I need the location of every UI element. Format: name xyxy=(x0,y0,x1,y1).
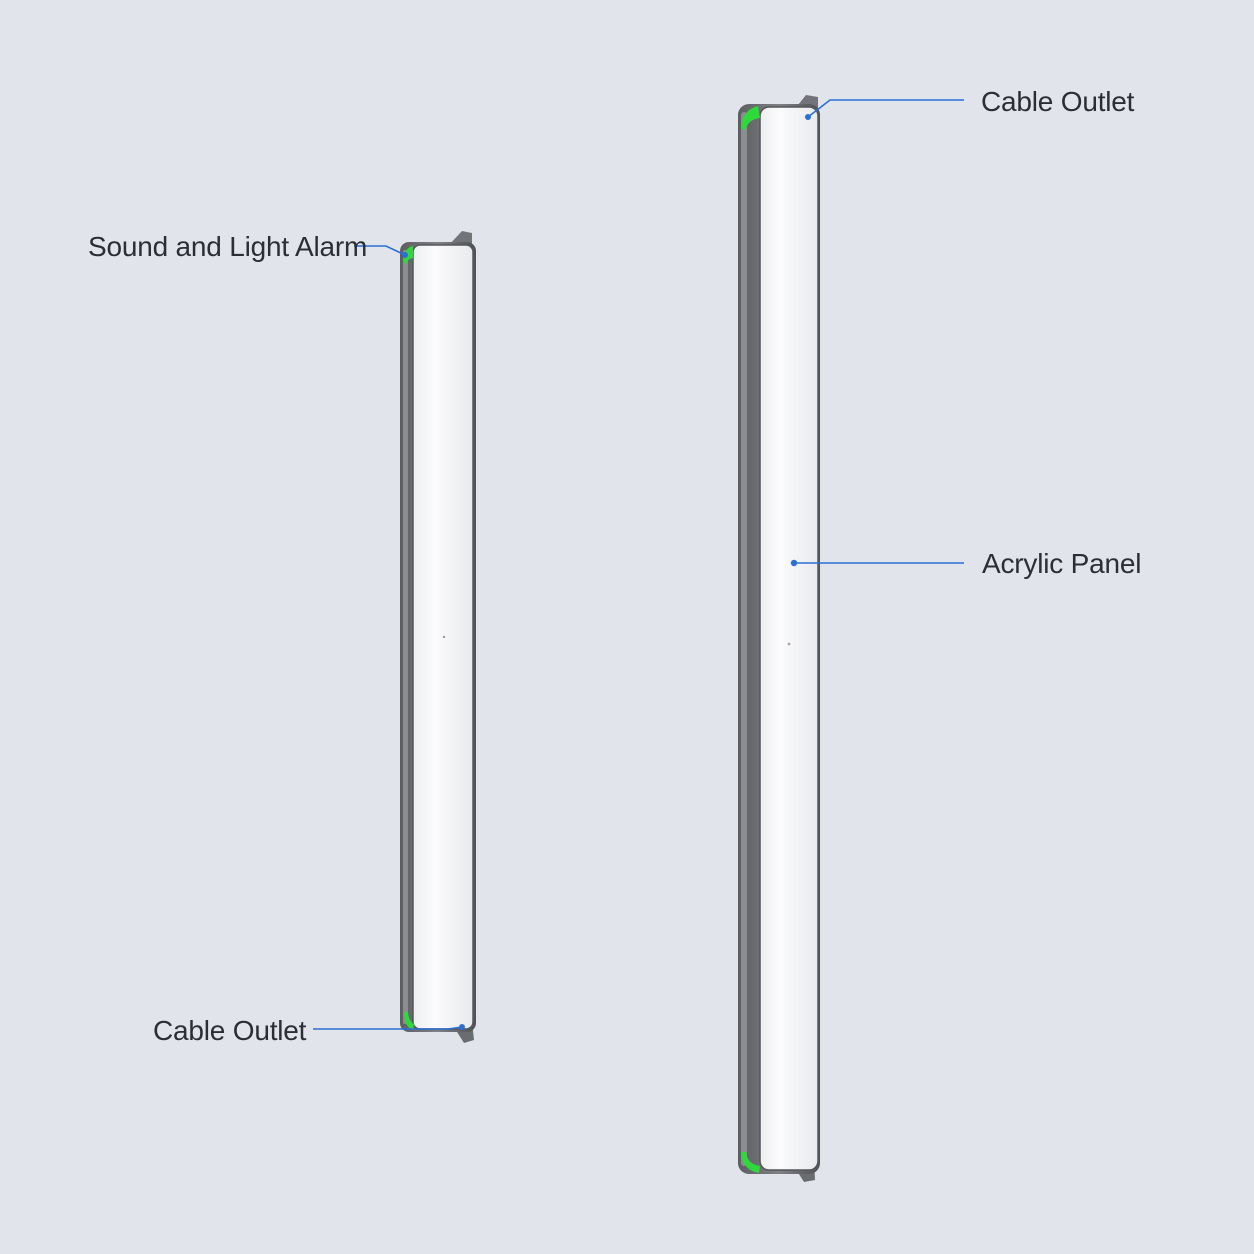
right-acrylic-panel xyxy=(759,106,819,1171)
label-cable-outlet-right: Cable Outlet xyxy=(981,86,1135,117)
leader-line-cable-outlet-right xyxy=(807,99,964,118)
leader-dots xyxy=(402,114,811,1030)
label-acrylic-panel: Acrylic Panel xyxy=(982,548,1142,579)
left-device xyxy=(400,231,476,1043)
right-indicator-bottom xyxy=(741,1152,760,1173)
leader-lines xyxy=(313,99,964,1030)
leader-dot-acrylic-panel xyxy=(790,559,798,567)
leader-dot-alarm xyxy=(402,252,408,258)
right-indicator-top xyxy=(741,106,760,130)
right-center-dot xyxy=(787,642,791,646)
label-cable-outlet-left: Cable Outlet xyxy=(153,1015,307,1046)
leader-dot-cable-outlet-right xyxy=(805,114,811,120)
leader-line-alarm xyxy=(354,245,406,256)
leader-line-cable-outlet-left xyxy=(313,1026,463,1030)
left-indicator-bottom xyxy=(404,1012,414,1030)
right-device xyxy=(738,95,820,1182)
left-frame-edge xyxy=(403,250,408,1024)
leader-dot-cable-outlet-left xyxy=(459,1024,465,1030)
label-sound-and-light-alarm: Sound and Light Alarm xyxy=(88,231,368,262)
left-center-dot xyxy=(442,635,446,639)
right-frame-edge xyxy=(741,112,747,1166)
